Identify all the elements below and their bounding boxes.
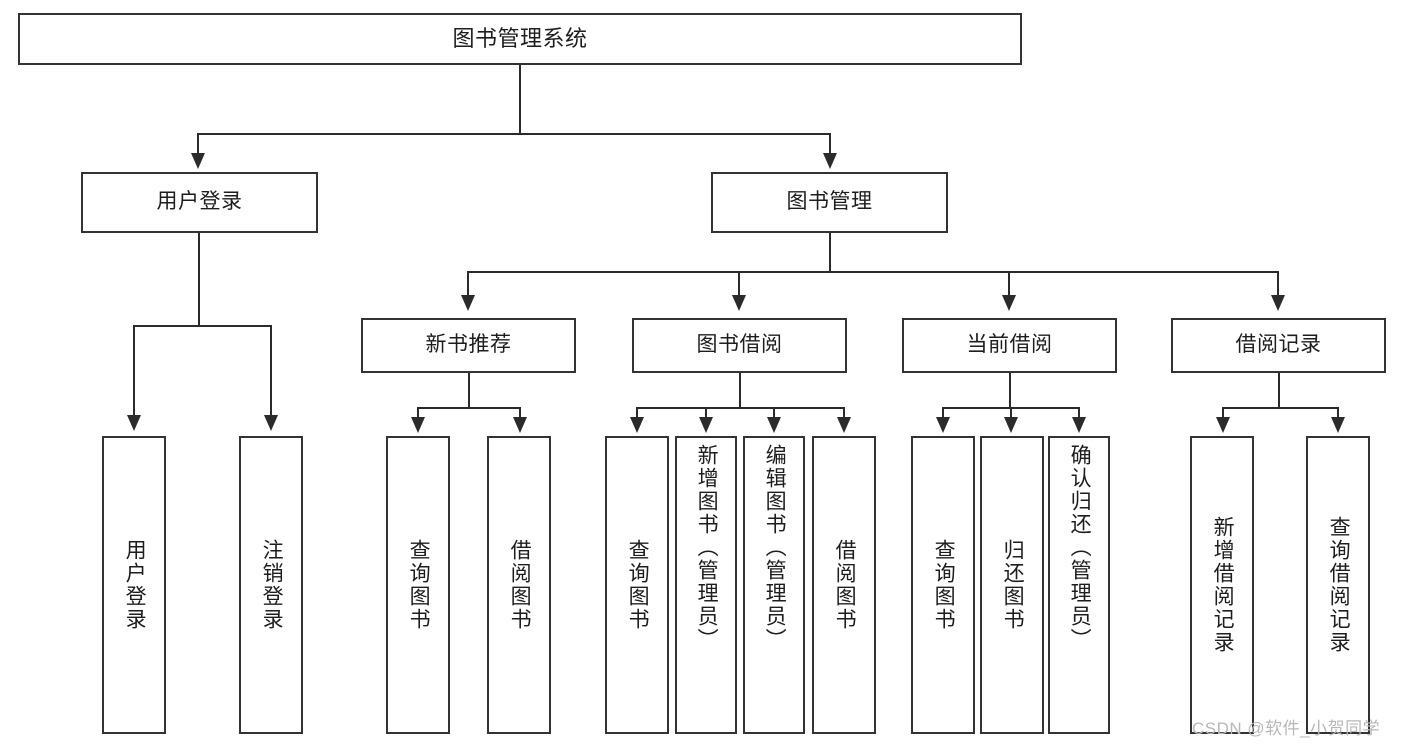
node-label: 查询图书 (407, 539, 431, 631)
node-label: 编辑图书（管理员） (763, 444, 787, 651)
connector-newbook-stem (468, 373, 470, 409)
connector-currentborrow-to-l2 (1010, 407, 1012, 419)
node-label: 借阅图书 (508, 539, 532, 631)
node-borrow-record[interactable]: 借阅记录 (1171, 318, 1386, 373)
arrow-bookmgmt-to-c2 (732, 295, 746, 311)
node-new-book-recommend[interactable]: 新书推荐 (361, 318, 576, 373)
arrow-newbook-to-l1 (411, 417, 425, 433)
arrow-bookborrow-to-l2 (699, 417, 713, 433)
connector-bookmgmt-to-c2 (738, 271, 740, 297)
leaf-current-borrow-return[interactable]: 归还图书 (980, 436, 1044, 734)
node-label: 图书管理系统 (452, 26, 588, 52)
connector-bookborrow-to-l3 (773, 407, 775, 419)
connector-bookmgmt-to-c3 (1008, 271, 1010, 297)
arrow-currentborrow-to-l1 (936, 417, 950, 433)
node-user-login[interactable]: 用户登录 (81, 172, 318, 233)
arrow-root-to-userlogin (191, 153, 205, 169)
node-label: 借阅图书 (833, 539, 857, 631)
node-book-management[interactable]: 图书管理 (711, 172, 948, 233)
connector-currentborrow-to-l1 (942, 407, 944, 419)
connector-userlogin-to-leaf2 (270, 325, 272, 417)
connector-borrowrecord-stem (1278, 373, 1280, 409)
arrow-bookmgmt-to-c1 (461, 295, 475, 311)
arrow-bookborrow-to-l4 (837, 417, 851, 433)
arrow-userlogin-to-leaf2 (264, 415, 278, 431)
arrow-currentborrow-to-l2 (1004, 417, 1018, 433)
arrow-borrowrecord-to-l2 (1331, 417, 1345, 433)
connector-bookmgmt-to-c4 (1277, 271, 1279, 297)
connector-bookborrow-to-l1 (636, 407, 638, 419)
connector-userlogin-to-leaf1 (133, 325, 135, 417)
node-label: 注销登录 (260, 539, 284, 631)
node-book-borrow[interactable]: 图书借阅 (632, 318, 847, 373)
leaf-book-borrow-edit[interactable]: 编辑图书（管理员） (743, 436, 805, 734)
arrow-bookborrow-to-l3 (767, 417, 781, 433)
connector-userlogin-bar (133, 325, 272, 327)
connector-borrowrecord-bar (1222, 407, 1339, 409)
leaf-current-borrow-confirm[interactable]: 确认归还（管理员） (1048, 436, 1110, 734)
node-label: 归还图书 (1001, 539, 1025, 631)
arrow-bookborrow-to-l1 (630, 417, 644, 433)
node-label: 用户登录 (123, 539, 147, 631)
arrow-borrowrecord-to-l1 (1216, 417, 1230, 433)
arrow-bookmgmt-to-c4 (1271, 295, 1285, 311)
node-label: 图书管理 (786, 190, 873, 214)
leaf-user-login-login[interactable]: 用户登录 (102, 436, 166, 734)
arrow-currentborrow-to-l3 (1072, 417, 1086, 433)
leaf-book-borrow-add[interactable]: 新增图书（管理员） (675, 436, 737, 734)
node-label: 查询借阅记录 (1327, 516, 1351, 654)
arrow-newbook-to-l2 (513, 417, 527, 433)
node-label: 新增图书（管理员） (695, 444, 719, 651)
connector-borrowrecord-to-l1 (1222, 407, 1224, 419)
connector-newbook-bar (417, 407, 521, 409)
connector-newbook-to-l2 (519, 407, 521, 419)
connector-bookborrow-to-l2 (705, 407, 707, 419)
node-label: 借阅记录 (1235, 333, 1322, 357)
connector-bookborrow-bar (636, 407, 845, 409)
connector-root-to-userlogin (197, 133, 199, 155)
node-label: 图书借阅 (696, 333, 783, 357)
connector-bookmgmt-stem (829, 233, 831, 273)
leaf-borrow-record-query[interactable]: 查询借阅记录 (1306, 436, 1370, 734)
node-root-system[interactable]: 图书管理系统 (18, 13, 1022, 65)
leaf-book-borrow-query[interactable]: 查询图书 (605, 436, 669, 734)
connector-root-bar (197, 133, 831, 135)
connector-root-to-bookmgmt (829, 133, 831, 155)
connector-bookmgmt-to-c1 (467, 271, 469, 297)
node-label: 用户登录 (156, 190, 243, 214)
arrow-root-to-bookmgmt (823, 153, 837, 169)
leaf-user-login-logout[interactable]: 注销登录 (239, 436, 303, 734)
connector-currentborrow-to-l3 (1078, 407, 1080, 419)
leaf-new-book-borrow[interactable]: 借阅图书 (487, 436, 551, 734)
node-current-borrow[interactable]: 当前借阅 (902, 318, 1117, 373)
connector-currentborrow-stem (1009, 373, 1011, 409)
connector-bookborrow-stem (739, 373, 741, 409)
connector-newbook-to-l1 (417, 407, 419, 419)
node-label: 确认归还（管理员） (1068, 444, 1092, 651)
node-label: 查询图书 (932, 539, 956, 631)
leaf-current-borrow-query[interactable]: 查询图书 (911, 436, 975, 734)
node-label: 新书推荐 (425, 333, 512, 357)
node-label: 新增借阅记录 (1211, 516, 1235, 654)
leaf-new-book-query[interactable]: 查询图书 (386, 436, 450, 734)
arrow-userlogin-to-leaf1 (127, 415, 141, 431)
node-label: 当前借阅 (966, 333, 1053, 357)
connector-bookborrow-to-l4 (843, 407, 845, 419)
connector-bookmgmt-bar (467, 271, 1279, 273)
connector-root-stem (519, 65, 521, 133)
node-label: 查询图书 (626, 539, 650, 631)
connector-borrowrecord-to-l2 (1337, 407, 1339, 419)
arrow-bookmgmt-to-c3 (1002, 295, 1016, 311)
leaf-book-borrow-lend[interactable]: 借阅图书 (812, 436, 876, 734)
connector-userlogin-stem (198, 233, 200, 326)
leaf-borrow-record-add[interactable]: 新增借阅记录 (1190, 436, 1254, 734)
